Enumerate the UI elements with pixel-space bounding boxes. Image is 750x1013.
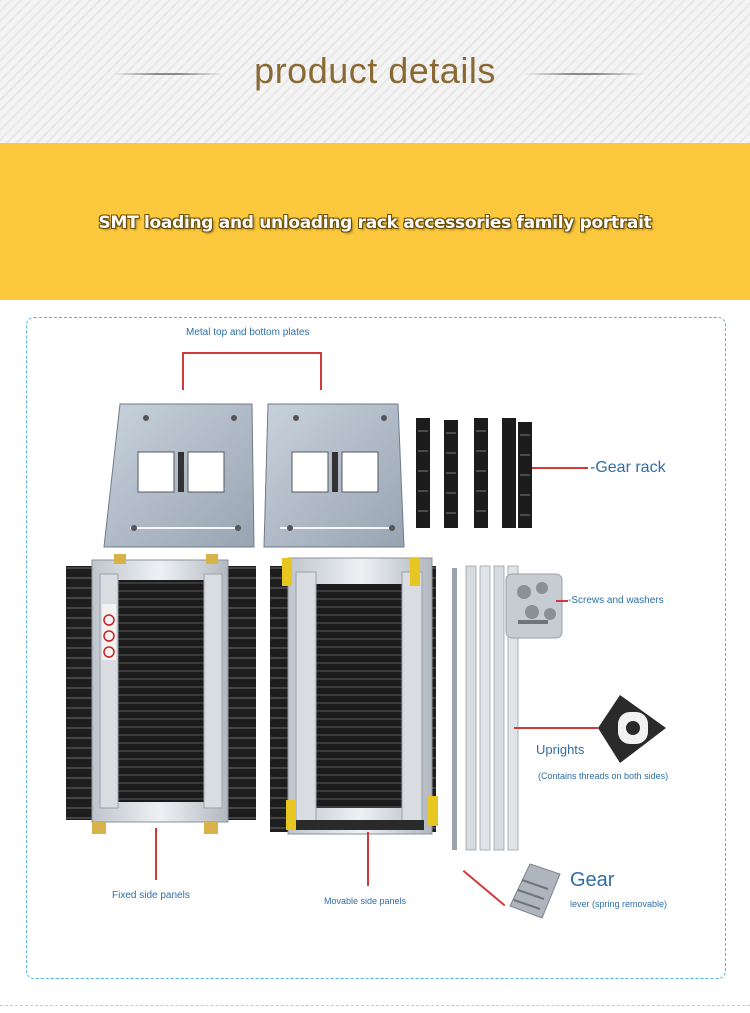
label-movable-panels: Movable side panels (324, 896, 407, 906)
label-screws: -Screws and washers (568, 595, 664, 606)
title-divider-right (524, 73, 644, 75)
label-uprights-note: (Contains threads on both sides) (538, 771, 669, 781)
metal-plate-bottom (263, 403, 405, 548)
leader-plates-right (320, 352, 322, 390)
banner-caption: SMT loading and unloading rack accessori… (98, 213, 652, 233)
metal-plate-top (103, 403, 255, 548)
product-frame (26, 317, 726, 979)
leader-plates-top (182, 352, 322, 354)
label-uprights: Uprights (536, 742, 585, 757)
label-gear-note: lever (spring removable) (570, 899, 668, 909)
gear-lever-detail (509, 863, 561, 919)
section-banner (0, 143, 750, 300)
screws-bag (505, 573, 563, 639)
label-gear-rack: -Gear rack (590, 459, 666, 476)
leader-fixed-panels (155, 828, 157, 880)
bottom-divider (0, 1005, 750, 1006)
gear-racks (416, 418, 532, 528)
label-metal-plates: Metal top and bottom plates (186, 327, 310, 338)
uprights (452, 565, 519, 851)
header-band (0, 0, 750, 143)
movable-side-panel (270, 557, 438, 835)
leader-movable-panels (367, 832, 369, 886)
page-title: product details (254, 50, 496, 91)
upright-section-detail (598, 695, 666, 763)
label-gear: Gear (570, 869, 615, 891)
title-divider-left (112, 73, 224, 75)
label-fixed-panels: Fixed side panels (112, 890, 190, 901)
leader-screws (556, 600, 568, 602)
fixed-side-panel (66, 554, 256, 834)
leader-plates-left (182, 352, 184, 390)
leader-gear-rack (532, 467, 588, 469)
leader-uprights-h (514, 727, 598, 729)
